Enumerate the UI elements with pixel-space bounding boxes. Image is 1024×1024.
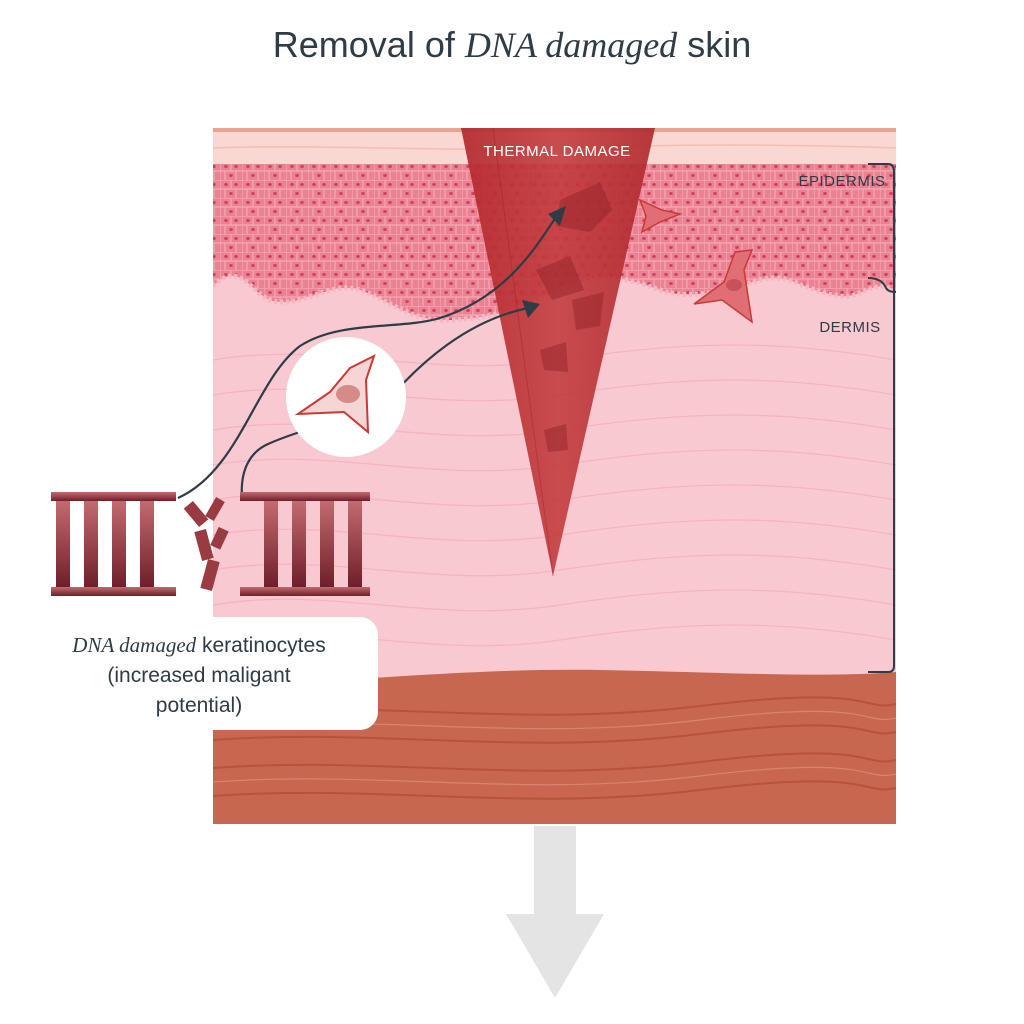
- layer-bracket: [868, 163, 895, 673]
- epidermis-label: EPIDERMIS: [798, 173, 885, 190]
- dna-ladder-broken-icon: [51, 492, 370, 596]
- damaged-cell: [693, 249, 754, 324]
- dermis-label: DERMIS: [819, 319, 880, 336]
- caption-box: [0, 617, 378, 730]
- thermal-damage-cone: [461, 128, 655, 576]
- arrowhead: [522, 300, 540, 318]
- thermal-damage-label: THERMAL DAMAGE: [483, 143, 630, 160]
- damaged-cell: [638, 198, 683, 234]
- down-arrow-icon: [506, 826, 604, 998]
- diagram-title: Removal of DNA damaged skin: [272, 24, 752, 65]
- subcutis-layer: [213, 669, 896, 824]
- arrowhead: [548, 206, 566, 226]
- keratinocytes-caption: DNA damaged keratinocytes (increased mal…: [72, 633, 326, 717]
- skin-cross-section: [213, 128, 896, 824]
